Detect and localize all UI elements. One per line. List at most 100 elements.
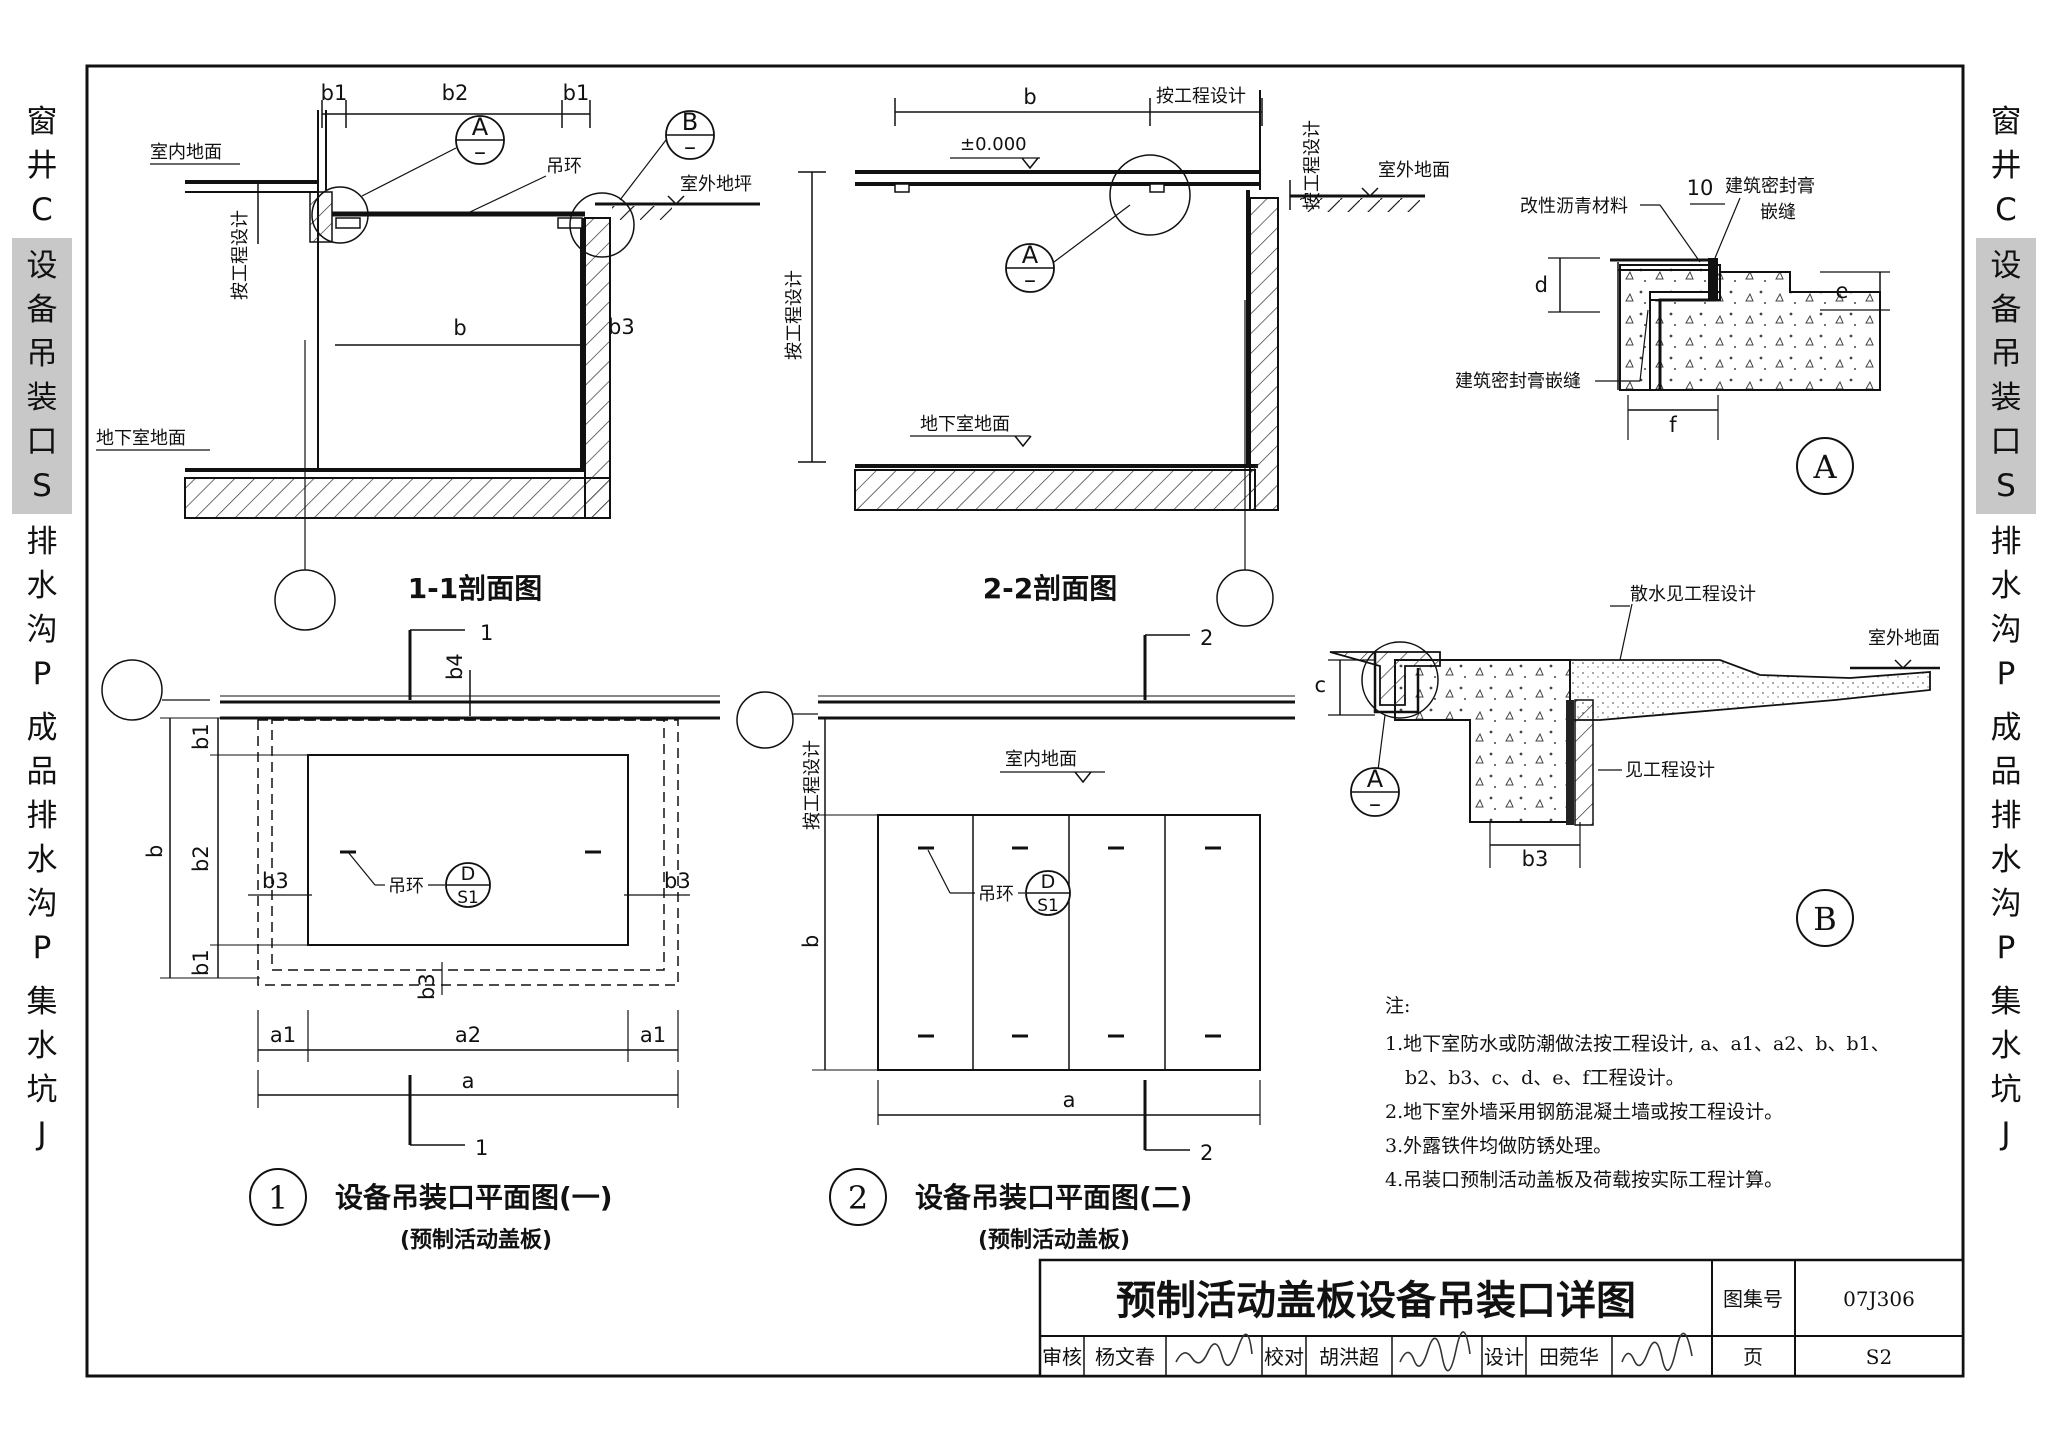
page-label: 页 [1743, 1345, 1763, 1369]
label-sealant-joint-2: 嵌缝 [1760, 202, 1796, 223]
tab-char: 集 [26, 984, 58, 1020]
dim-a1-left: a1 [270, 1023, 296, 1047]
tab-char: 排 [26, 798, 58, 834]
bubble-B-letter: B [682, 108, 698, 136]
tab-char: 品 [1990, 754, 2022, 790]
title-plan-1: 设备吊装口平面图(一) [335, 1181, 613, 1214]
dim-b3: b3 [608, 315, 635, 339]
label-sealant-joint-full: 建筑密封膏嵌缝 [1455, 370, 1581, 392]
label-lifting-ring: 吊环 [546, 156, 582, 177]
detail-B: 室外地面 散水见工程设计 见工程设计 c b3 A – B [1314, 584, 1940, 947]
label-basement-floor-2: 地下室地面 [920, 414, 1010, 435]
tab-char: 口 [1990, 424, 2022, 460]
left-index-tabs: 窗 井 C 设 备 吊 装 口 S 排 水 沟 P 成 品 排 水 沟 P 集 … [12, 100, 72, 1156]
page-number: S2 [1866, 1345, 1892, 1369]
tab-char: 口 [26, 424, 58, 460]
section-1-1: b1 b2 b1 b b3 按工程设计 室内地面 吊环 室外地坪 地下室地面 A… [96, 81, 760, 631]
detail-A-title: A [1812, 448, 1837, 486]
tab-char: 坑 [1990, 1072, 2022, 1108]
plan-1-number: 1 [268, 1179, 288, 1217]
dim-a-plan2: a [1063, 1088, 1076, 1112]
dim-b-2: b [1023, 85, 1036, 109]
label-lifting-ring-plan2: 吊环 [978, 884, 1014, 905]
dim-b3-B: b3 [1522, 847, 1549, 871]
plan-1: 吊环 D S1 1 b4 b b1 b2 b1 b3 b3 b3 [101, 621, 720, 1160]
tab-char: 品 [26, 754, 58, 790]
label-modified-asphalt: 改性沥青材料 [1520, 196, 1628, 217]
review-label: 审核 [1042, 1345, 1082, 1369]
tab-char: C [1995, 192, 2017, 228]
plan-2-number-circle [829, 1168, 887, 1226]
label-per-design-height: 按工程设计 [784, 270, 805, 360]
tab-char: P [1996, 930, 2016, 966]
label-basement-floor: 地下室地面 [96, 428, 186, 449]
tab-char: 沟 [1990, 612, 2022, 648]
bubble-D1-letter: D [461, 863, 476, 885]
dim-b1-plan1-bottom: b1 [189, 949, 213, 976]
label-see-design: 见工程设计 [1625, 760, 1715, 781]
plan-1-number-circle [249, 1168, 307, 1226]
check-label: 校对 [1264, 1345, 1304, 1369]
tab-char: 沟 [1990, 886, 2022, 922]
tab-char: 集 [1990, 984, 2022, 1020]
dim-b3-plan1-bottom: b3 [415, 973, 439, 1000]
dim-d: d [1535, 273, 1548, 297]
tab-char: P [32, 656, 52, 692]
label-apron: 散水见工程设计 [1630, 584, 1756, 605]
tab-char: 装 [1990, 380, 2022, 416]
tab-char: 备 [1990, 292, 2022, 328]
note-line-2: b2、b3、c、d、e、f工程设计。 [1405, 1067, 1685, 1089]
tab-char: 窗 [26, 104, 58, 140]
tab-char: 水 [1990, 568, 2022, 604]
dim-a2: a2 [455, 1023, 481, 1047]
section-2-2: 室外地面 b 按工程设计 按工程设计 ±0.000 按工程设计 地下室地面 A … [784, 85, 1450, 627]
bubble-A2-letter: A [1022, 241, 1039, 269]
review-name: 杨文春 [1095, 1345, 1155, 1369]
title-section-1-1: 1-1剖面图 [408, 572, 543, 605]
title-block: 预制活动盖板设备吊装口详图 图集号 07J306 审核 杨文春 校对 胡洪超 设… [1038, 1258, 1965, 1378]
dim-c: c [1314, 673, 1326, 697]
note-line-5: 4.吊装口预制活动盖板及荷载按实际工程计算。 [1385, 1169, 1783, 1191]
bubble-B-dash: – [684, 133, 696, 161]
dim-b2-plan1: b2 [189, 845, 213, 872]
tab-char: 排 [26, 524, 58, 560]
tab-char: 水 [26, 842, 58, 878]
tab-char: S [1996, 468, 2016, 504]
label-per-design-1: 按工程设计 [230, 210, 251, 300]
dim-b-plan2: b [799, 935, 823, 948]
cut-2-bottom: 2 [1200, 1141, 1213, 1165]
tab-char: 排 [1990, 798, 2022, 834]
label-per-design-right: 按工程设计 [1302, 120, 1323, 210]
tab-char: J [2001, 1116, 2011, 1152]
design-signature [1621, 1332, 1693, 1371]
sheet-frame [85, 64, 1965, 1378]
dim-a-plan1: a [462, 1069, 475, 1093]
dim-b: b [453, 316, 466, 340]
title-plan-2: 设备吊装口平面图(二) [915, 1181, 1193, 1214]
plan-2-number: 2 [848, 1179, 868, 1217]
label-per-design-plan2: 按工程设计 [802, 740, 823, 830]
cut-1-bottom: 1 [475, 1136, 488, 1160]
tab-char: 吊 [26, 336, 58, 372]
bubble-A-dash: – [474, 138, 486, 166]
label-lifting-ring-plan1: 吊环 [388, 876, 424, 897]
tab-char: 坑 [26, 1072, 58, 1108]
label-zero-level: ±0.000 [960, 134, 1027, 155]
dim-b1-right: b1 [563, 81, 590, 105]
notes: 注: 1.地下室防水或防潮做法按工程设计, a、a1、a2、b、b1、 b2、b… [1385, 995, 1890, 1191]
dim-b3-plan1-left: b3 [262, 869, 289, 893]
bubble-A2-dash: – [1024, 266, 1036, 294]
tab-char: 井 [26, 148, 58, 184]
bubble-D1-sheet: S1 [457, 888, 479, 908]
tab-char: S [32, 468, 52, 504]
subtitle-plan-2: (预制活动盖板) [978, 1227, 1130, 1253]
dim-b1-plan1-top: b1 [189, 723, 213, 750]
tab-char: 窗 [1990, 104, 2022, 140]
tab-char: 井 [1990, 148, 2022, 184]
right-index-tabs: 窗 井 C 设 备 吊 装 口 S 排 水 沟 P 成 品 排 水 沟 P 集 … [1976, 100, 2036, 1156]
bubble-A3-dash: – [1369, 790, 1381, 818]
dim-b4: b4 [443, 653, 467, 680]
dim-b-plan1: b [143, 845, 167, 858]
note-line-3: 2.地下室外墙采用钢筋混凝土墙或按工程设计。 [1385, 1101, 1783, 1123]
